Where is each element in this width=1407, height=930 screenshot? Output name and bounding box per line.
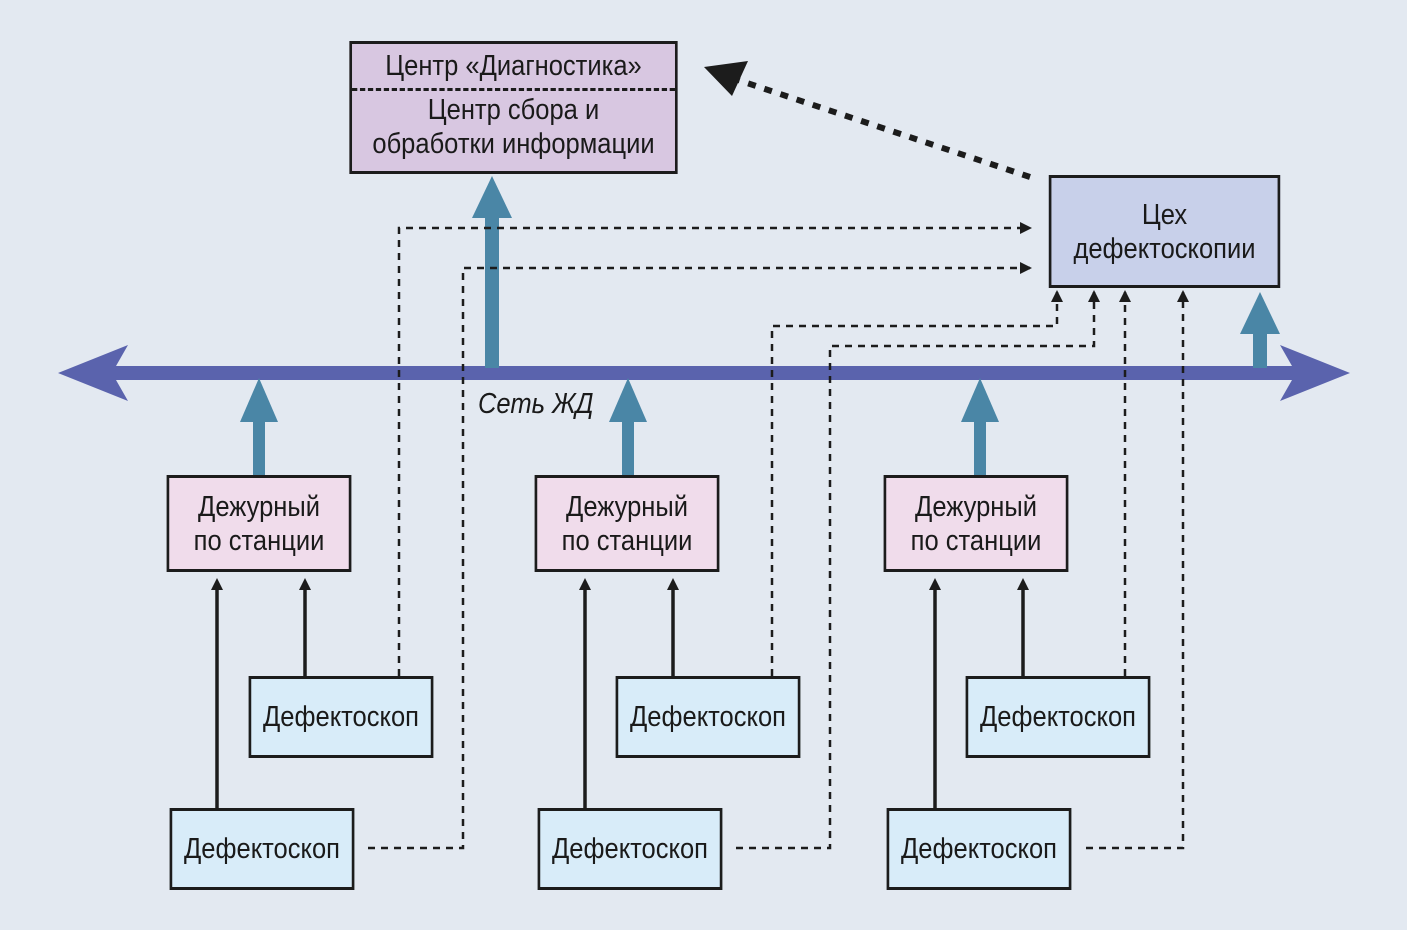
network-label: Сеть ЖД bbox=[478, 388, 594, 420]
duty-label-line1: Дежурный bbox=[915, 490, 1037, 523]
detector-upper-box: Дефектоскоп bbox=[248, 676, 434, 758]
detector-label: Дефектоскоп bbox=[184, 833, 340, 865]
detector-lower-box: Дефектоскоп bbox=[537, 808, 723, 890]
detector-lower-box: Дефектоскоп bbox=[169, 808, 355, 890]
defectoscopy-shop-box: Цех дефектоскопии bbox=[1048, 175, 1281, 288]
detector-to-shop-dashed bbox=[368, 222, 1189, 850]
detector-upper-box: Дефектоскоп bbox=[615, 676, 801, 758]
detector-label: Дефектоскоп bbox=[263, 701, 419, 733]
duty-label-line2: по станции bbox=[561, 524, 693, 557]
detector-to-duty-arrows bbox=[211, 578, 1029, 808]
detector-label: Дефектоскоп bbox=[980, 701, 1136, 733]
shop-label-line2: дефектоскопии bbox=[1073, 232, 1256, 265]
shop-to-center-arrow bbox=[704, 61, 1031, 180]
detector-label: Дефектоскоп bbox=[552, 833, 708, 865]
duty-officer-box: Дежурный по станции bbox=[883, 475, 1069, 572]
center-diagnostics-box: Центр «Диагностика» Центр сбора и обрабо… bbox=[349, 41, 678, 174]
uplink-arrows bbox=[240, 176, 1280, 475]
duty-label-line1: Дежурный bbox=[566, 490, 688, 523]
center-subtitle-line2: обработки информации bbox=[372, 128, 655, 160]
shop-label-line1: Цех bbox=[1141, 198, 1188, 231]
detector-upper-box: Дефектоскоп bbox=[965, 676, 1151, 758]
center-subtitle: Центр сбора и обработки информации bbox=[372, 91, 654, 161]
duty-officer-box: Дежурный по станции bbox=[534, 475, 720, 572]
network-line bbox=[58, 345, 1350, 401]
duty-label-line2: по станции bbox=[193, 524, 325, 557]
duty-label-line2: по станции bbox=[910, 524, 1042, 557]
center-subtitle-line1: Центр сбора и bbox=[427, 94, 600, 126]
duty-label-line1: Дежурный bbox=[198, 490, 320, 523]
center-title: Центр «Диагностика» bbox=[352, 44, 675, 91]
detector-label: Дефектоскоп bbox=[630, 701, 786, 733]
duty-officer-box: Дежурный по станции bbox=[166, 475, 352, 572]
detector-lower-box: Дефектоскоп bbox=[886, 808, 1072, 890]
detector-label: Дефектоскоп bbox=[901, 833, 1057, 865]
